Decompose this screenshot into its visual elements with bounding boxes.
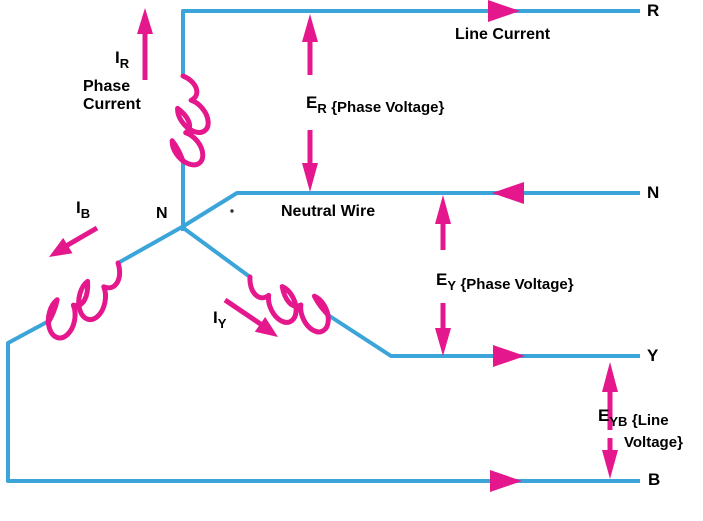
wire-b-junction-side (117, 225, 183, 265)
e-yb-symbol: E (598, 406, 610, 425)
e-r-subscript: R (317, 101, 327, 116)
terminal-y-text: Y (647, 346, 659, 365)
e-yb-subscript: YB (609, 414, 628, 429)
e-yb-arrow-up-head-icon (602, 362, 618, 392)
e-y-arrow-down-head-icon (435, 328, 451, 356)
neutral-wire-label: Neutral Wire (281, 203, 375, 221)
i-y-arrow-shaft (223, 297, 264, 328)
junction-dot (230, 209, 234, 213)
phase-current-line2: Current (83, 96, 141, 114)
e-y-subscript: Y (447, 278, 457, 293)
e-r-label: ER {Phase Voltage} (306, 93, 445, 116)
i-y-label: IY (213, 308, 227, 331)
e-y-symbol: E (436, 270, 448, 289)
i-r-label: IR (115, 48, 130, 71)
arrows-fill (49, 0, 618, 492)
arrows (49, 0, 618, 492)
terminal-b-text: B (648, 470, 661, 489)
e-r-note: {Phase Voltage} (331, 99, 445, 116)
terminal-n-label: N (647, 183, 659, 203)
coil-r-phase (169, 73, 211, 168)
i-y-symbol: I (213, 308, 218, 327)
line-current-arrow-b-icon (490, 470, 522, 492)
i-r-symbol: I (115, 48, 120, 67)
coil-y-phase (247, 274, 331, 335)
terminal-y-label: Y (647, 346, 658, 366)
neutral-wire-text: Neutral Wire (281, 203, 376, 220)
e-yb-note-line1: {Line (631, 412, 669, 429)
terminal-b-label: B (648, 470, 660, 490)
neutral-current-arrow-icon (492, 182, 524, 204)
i-r-subscript: R (119, 56, 130, 71)
line-current-arrow-y-icon (493, 345, 525, 367)
i-b-symbol: I (76, 198, 81, 217)
i-b-label: IB (76, 198, 91, 221)
terminal-r-label: R (647, 1, 659, 21)
wire-r-phase (181, 9, 640, 76)
phase-current-label: Phase Current (83, 78, 141, 115)
junction-n-text: N (156, 205, 168, 222)
line-current-arrow-r-icon (488, 0, 520, 22)
phase-current-line1: Phase (83, 78, 131, 95)
coils (45, 73, 331, 341)
e-y-label: EY {Phase Voltage} (436, 270, 574, 293)
junction-n-label: N (156, 205, 168, 223)
line-current-text: Line Current (455, 26, 551, 43)
e-r-arrow-down-head-icon (302, 163, 318, 192)
terminal-r-text: R (647, 1, 660, 20)
e-yb-label: EYB {Line Voltage} (598, 406, 683, 451)
wire-y-junction-side (180, 225, 252, 279)
i-b-subscript: B (80, 206, 91, 221)
i-y-subscript: Y (217, 316, 227, 331)
wire-y-line (326, 313, 640, 358)
i-y-arrow-head-icon (254, 317, 278, 337)
wire-b-line (6, 320, 640, 483)
e-r-symbol: E (306, 93, 318, 112)
e-y-note: {Phase Voltage} (460, 276, 574, 293)
e-y-arrow-up-head-icon (435, 195, 451, 224)
i-b-arrow-shaft (64, 225, 99, 249)
line-current-label: Line Current (455, 26, 550, 44)
e-yb-arrow-down-head-icon (602, 450, 618, 479)
e-r-arrow-up-head-icon (302, 14, 318, 42)
e-yb-note-line2: Voltage} (624, 434, 683, 452)
wire-neutral (180, 191, 640, 229)
coil-b-phase (45, 260, 123, 341)
i-r-arrow-head-icon (137, 8, 153, 34)
i-b-arrow-head-icon (49, 237, 73, 257)
terminal-n-text: N (647, 183, 660, 202)
